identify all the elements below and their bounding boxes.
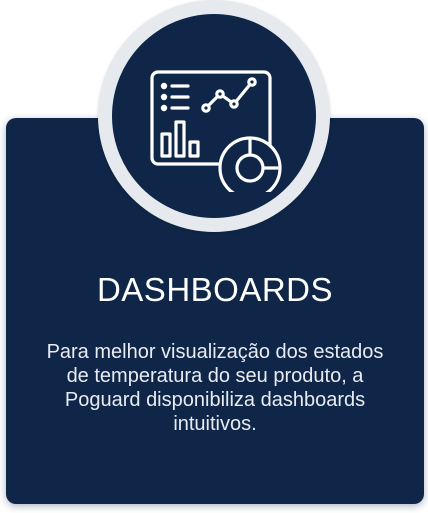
icon-badge — [98, 0, 330, 232]
icon-badge-inner — [112, 14, 316, 218]
dashboard-analytics-icon — [150, 70, 282, 192]
card-title: DASHBOARDS — [96, 271, 334, 308]
card-description: Para melhor visualização dos estados de … — [46, 341, 384, 435]
